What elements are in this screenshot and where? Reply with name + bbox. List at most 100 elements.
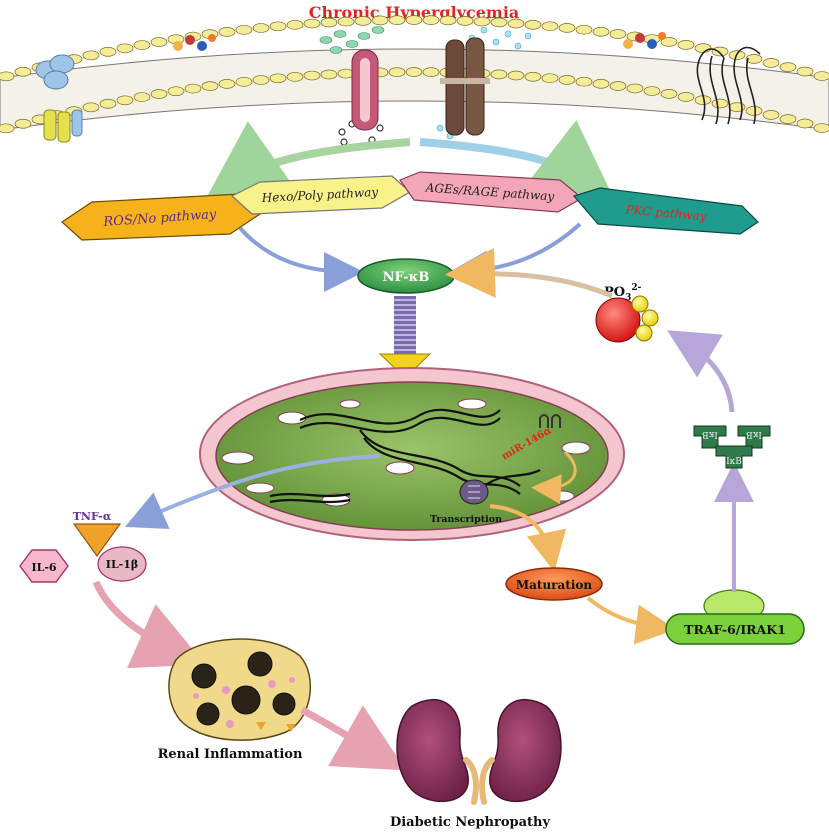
phosphate-subscript: 3 [625, 293, 631, 303]
lipid-head [643, 86, 661, 96]
lipid-head [779, 62, 797, 72]
lipid-head [269, 73, 287, 84]
maturation-node: Maturation [505, 567, 603, 601]
cytokine-tnf: TNF-α [73, 510, 122, 558]
lipid-head [150, 37, 168, 47]
lipid-head [0, 123, 15, 134]
maturation-to-traf-arrow [586, 596, 676, 645]
lipid-head [439, 15, 457, 26]
renal-tissue-icon [168, 638, 312, 741]
nfkb-label: NF-κB [383, 270, 430, 285]
lipid-head [575, 24, 593, 35]
rage-receptor-icon [440, 37, 490, 136]
pathway-hexo-poly-label: Hexo/Poly pathway [260, 185, 378, 205]
pathway-hexo-poly: Hexo/Poly pathway [230, 175, 412, 215]
lipid-head [813, 71, 829, 81]
lipid-head [303, 18, 321, 29]
lipid-head [201, 81, 219, 91]
transcription-complex-icon [459, 479, 489, 505]
gpcr-receptor-icon [696, 46, 761, 125]
lipid-head [422, 15, 440, 25]
lipid-head [405, 15, 423, 25]
lipid-head [779, 114, 797, 124]
traf6-irak1-node: TRAF-6/IRAK1 [665, 589, 805, 645]
lipid-head [218, 79, 236, 89]
phosphate-superscript: 2- [631, 283, 641, 293]
lipid-head [490, 69, 508, 80]
lipid-head [99, 98, 117, 109]
lipid-head [235, 76, 253, 87]
lipid-head [592, 78, 610, 89]
lipid-head [82, 102, 100, 113]
lipid-head [762, 58, 780, 68]
lipid-head [388, 15, 406, 25]
lipid-head [694, 43, 712, 53]
cytokine-il6: IL-6 [19, 549, 69, 583]
renal-inflammation-label: Renal Inflammation [158, 747, 303, 762]
il1b-label: IL-1β [106, 558, 138, 571]
lipid-head [388, 67, 406, 77]
lipid-head [116, 43, 134, 54]
lipid-head [320, 69, 338, 80]
lipid-head [592, 26, 610, 37]
pathway-ages-rage: AGEs/RAGE pathway [399, 171, 584, 213]
lipid-head [218, 27, 236, 37]
diabetic-nephropathy-label: Diabetic Nephropathy [390, 815, 551, 830]
dna-strand-icon [269, 408, 541, 504]
lipid-head [609, 29, 627, 39]
lipid-head [422, 67, 440, 77]
lipid-head [524, 71, 542, 82]
membrane-to-pkc-arrow [419, 120, 615, 201]
lipid-head [150, 89, 168, 99]
membrane-to-ros-arrow [205, 121, 411, 200]
lipid-head [286, 71, 304, 82]
phosphate-icon [595, 295, 659, 343]
nucleus-to-cytokines-arrow [125, 454, 381, 529]
lipid-head [541, 73, 559, 84]
lipid-head [626, 83, 644, 94]
lipid-head [14, 66, 32, 77]
lipid-head [14, 118, 32, 129]
lipid-head [133, 40, 151, 50]
lipid-head [133, 92, 151, 102]
lipid-head [252, 23, 270, 33]
ikb-label-2: IκB [746, 429, 762, 439]
pathway-pkc: PKC pathway [572, 187, 759, 235]
receptor-complex-left-icon [35, 54, 83, 143]
lipid-head [660, 37, 678, 47]
ikb-complex-icon: IκB IκB IκB [693, 425, 771, 469]
lipid-head [813, 123, 829, 133]
lipid-head [269, 21, 287, 32]
pathway-ros: ROS/No pathway [61, 193, 261, 241]
lipid-head [116, 95, 134, 106]
ikb-label-1: IκB [702, 429, 718, 439]
lipid-head [541, 21, 559, 32]
mirna-hairpin-icon [539, 414, 561, 428]
lipid-head [711, 98, 729, 109]
nuclear-pores [221, 398, 591, 507]
nfkb-node: NF-κB [357, 258, 455, 294]
lipid-head [303, 70, 321, 81]
transcription-label: Transcription [430, 514, 502, 525]
glucose-molecules-icon [319, 26, 385, 54]
lipid-head [252, 75, 270, 85]
cell-membrane [0, 15, 829, 134]
lipid-head [745, 54, 763, 64]
renal-to-kidney-arrow [300, 705, 407, 771]
lipid-head [456, 16, 474, 26]
po3-to-nfkb-arrow [445, 247, 613, 299]
lipid-head [796, 66, 814, 77]
lipid-head [677, 40, 695, 50]
lipid-head [235, 24, 253, 35]
nfkb-to-nucleus-arrow [378, 296, 432, 379]
lipid-head [337, 16, 355, 27]
lipid-head [320, 17, 338, 28]
lipid-head [507, 18, 525, 29]
lipid-head [286, 19, 304, 30]
lipid-head [99, 46, 117, 57]
mirna-loop-arrow [531, 450, 577, 505]
lipid-head [184, 83, 202, 94]
lipid-head [0, 71, 15, 82]
